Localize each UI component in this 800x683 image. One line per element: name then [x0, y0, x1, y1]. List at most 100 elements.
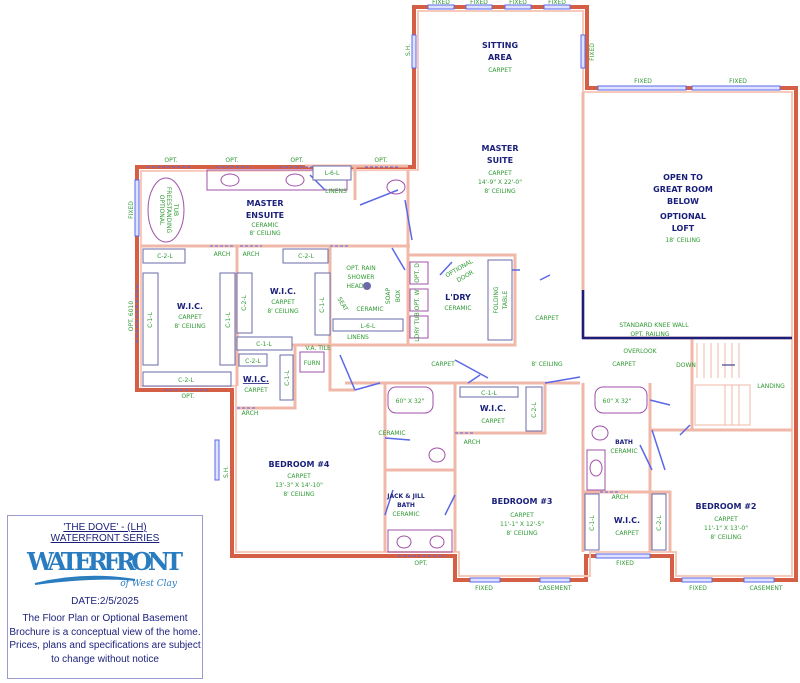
bedroom4-floor: CARPET — [287, 473, 311, 480]
closet-label: C-1-L — [481, 390, 497, 397]
landing-label: LANDING — [757, 383, 785, 390]
window-label: FIXED — [548, 0, 566, 6]
wic-left-floor: CARPET — [178, 314, 202, 321]
window-label: OPT. — [164, 157, 177, 164]
bedroom3-size: 11'-1" X 12'-5" — [500, 521, 544, 528]
closet-label: C-2-L — [656, 515, 663, 531]
closet-label: C-1-L — [256, 341, 272, 348]
closet-label: C-2-L — [531, 402, 538, 418]
series-name: WATERFRONT SERIES — [50, 533, 160, 544]
closet-shelves — [142, 165, 667, 551]
fixtures — [147, 169, 648, 553]
closet-label: C-1-L — [147, 312, 154, 328]
laundry-tub: LDRY TUB — [414, 312, 421, 342]
open-to-label: GREAT ROOM — [653, 185, 713, 194]
knee-wall-note: STANDARD KNEE WALL — [619, 322, 689, 329]
arch-label: ARCH — [242, 410, 259, 417]
furnace-label: FURN — [304, 360, 321, 367]
wic-bed2-floor: CARPET — [615, 530, 639, 537]
closet-label: L-6-L — [361, 323, 376, 330]
ensuite-floor: CERAMIC — [251, 222, 278, 229]
open-to-label: BELOW — [667, 197, 699, 206]
arch-label: ARCH — [243, 251, 260, 258]
folding-table: TABLE — [502, 291, 509, 311]
jack-jill-label: BATH — [397, 502, 415, 509]
closet-label: C-2-L — [298, 253, 314, 260]
closet-label: C-2-L — [241, 295, 248, 311]
window-label: CASEMENT — [749, 585, 782, 592]
window-label: S.H. — [405, 44, 412, 56]
wic-bed3-label: W.I.C. — [480, 404, 506, 413]
closet-label: C-1-L — [319, 297, 326, 313]
bath2-label: BATH — [615, 439, 633, 446]
logo-subtext: of West Clay — [120, 579, 178, 589]
window-label: FIXED — [616, 560, 634, 567]
window-label: OPT. — [181, 393, 194, 400]
window-label: FIXED — [689, 585, 707, 592]
optional-loft-label: LOFT — [672, 224, 695, 233]
master-suite-ceiling: 8' CEILING — [484, 188, 516, 195]
window-label: OPT. — [225, 157, 238, 164]
soap-box: BOX — [395, 290, 402, 302]
linens-label: LINENS — [347, 334, 369, 341]
folding-table: FOLDING — [493, 286, 500, 313]
shower-seat: SEAT — [336, 296, 350, 313]
closet-label: C-1-L — [225, 312, 232, 328]
rain-shower-head-icon — [363, 282, 371, 290]
plan-date: DATE:2/5/2025 — [71, 596, 139, 607]
arch-label: ARCH — [464, 439, 481, 446]
arch-label: ARCH — [612, 494, 629, 501]
plan-name: 'THE DOVE' - (LH) — [63, 522, 147, 533]
window-label: FIXED — [589, 43, 596, 61]
shower-note: OPT. RAIN — [346, 265, 375, 272]
closet-label: L-6-L — [325, 170, 340, 177]
sitting-area-label: AREA — [488, 53, 513, 62]
jack-jill-label: JACK & JILL — [386, 493, 425, 500]
bedroom2-label: BEDROOM #2 — [696, 502, 757, 511]
windows — [134, 4, 781, 583]
closet-label: C-1-L — [284, 370, 291, 386]
wic-mid-ceiling: 8' CEILING — [267, 308, 299, 315]
freestanding-tub-note: OPTIONAL — [158, 195, 165, 226]
closet-label: C-2-L — [178, 377, 194, 384]
soap-box: SOAP — [385, 288, 392, 305]
bath2-floor: CERAMIC — [610, 448, 637, 455]
freestanding-tub — [147, 177, 185, 243]
jack-jill-floor: CERAMIC — [392, 511, 419, 518]
freestanding-tub-note: FREESTANDING — [165, 187, 172, 234]
bedroom4-size: 13'-3" X 14'-10" — [275, 482, 323, 489]
dryer: OPT. D — [414, 263, 421, 283]
open-to-label: OPEN TO — [663, 173, 703, 182]
bedroom2-ceiling: 8' CEILING — [710, 534, 742, 541]
bedroom4-label: BEDROOM #4 — [269, 460, 330, 469]
wic-mid-floor: CARPET — [271, 299, 295, 306]
closet-label: C-1-L — [589, 515, 596, 531]
stairs[interactable] — [694, 343, 751, 426]
shower-note: SHOWER — [348, 274, 375, 281]
bedroom2-size: 11'-1" X 13'-0" — [704, 525, 748, 532]
stairs-down-label: DOWN — [676, 362, 696, 369]
window-label: OPT. — [290, 157, 303, 164]
optional-loft-label: OPTIONAL — [660, 212, 706, 221]
waterfront-logo: WATERFRONT of West Clay — [26, 547, 183, 589]
closet-label: C-2-L — [157, 253, 173, 260]
window-label: FIXED — [128, 201, 135, 219]
sitting-area-floor: CARPET — [488, 67, 512, 74]
window-label: OPT. — [374, 157, 387, 164]
washer: OPT. W — [414, 289, 421, 310]
wic-bed3-floor: CARPET — [481, 418, 505, 425]
knee-wall — [581, 290, 792, 340]
window-label: FIXED — [432, 0, 450, 6]
master-ensuite-label: MASTER — [247, 199, 284, 208]
linens-label: LINENS — [325, 188, 347, 195]
window-label: FIXED — [470, 0, 488, 6]
title-block: 'THE DOVE' - (LH) WATERFRONT SERIES WATE… — [7, 515, 203, 679]
arch-label: ARCH — [214, 251, 231, 258]
laundry-label: L'DRY — [445, 293, 471, 302]
laundry-floor: CERAMIC — [444, 305, 471, 312]
disclaimer: The Floor Plan or Optional Basement Broc… — [9, 613, 201, 665]
logo-text: WATERFRONT — [26, 547, 183, 576]
bedroom2-floor: CARPET — [714, 516, 738, 523]
hall-floor: CARPET — [535, 315, 559, 322]
